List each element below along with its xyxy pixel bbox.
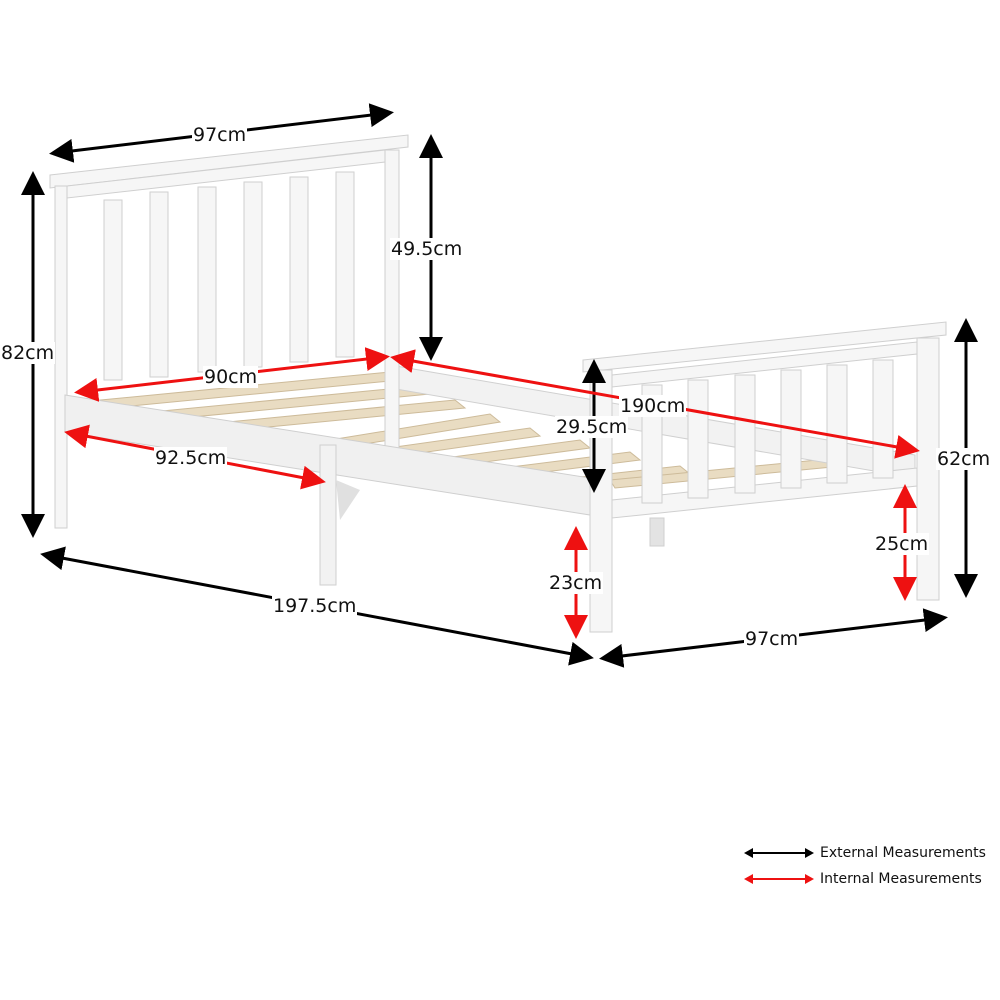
label-total-length: 197.5cm (272, 595, 358, 617)
label-headboard-panel-height: 49.5cm (390, 238, 464, 260)
black-double-arrow-icon (744, 848, 814, 858)
label-side-clearance: 23cm (548, 572, 604, 594)
label-rail-depth: 29.5cm (555, 416, 629, 438)
bed-frame (49, 134, 947, 633)
red-double-arrow-icon (744, 874, 814, 884)
legend-external: External Measurements (744, 845, 986, 861)
label-internal-width: 90cm (203, 366, 259, 388)
label-footboard-height: 62cm (936, 448, 992, 470)
label-headboard-width: 97cm (192, 124, 248, 146)
label-side-rail-half: 92.5cm (154, 447, 228, 469)
middle-leg (319, 444, 337, 586)
label-headboard-total-height: 82cm (0, 342, 56, 364)
legend-internal: Internal Measurements (744, 871, 982, 887)
label-internal-length: 190cm (619, 395, 687, 417)
label-footboard-width: 97cm (744, 628, 800, 650)
label-footboard-clearance: 25cm (874, 533, 930, 555)
legend-external-label: External Measurements (820, 845, 986, 861)
legend-internal-label: Internal Measurements (820, 871, 982, 887)
